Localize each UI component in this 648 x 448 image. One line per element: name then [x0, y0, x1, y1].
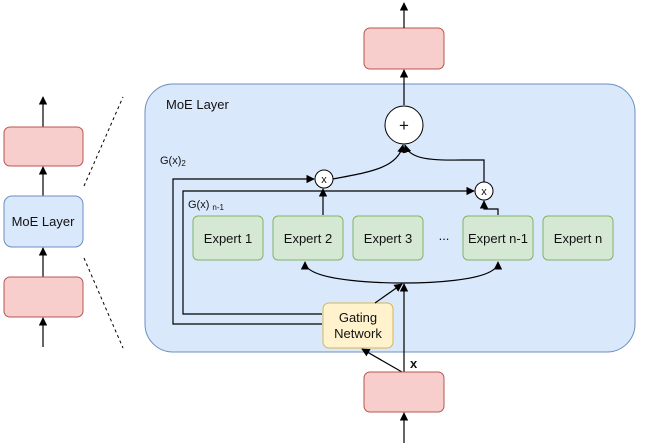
moe-panel-title: MoE Layer [166, 97, 230, 112]
gating-label-line2: Network [334, 326, 382, 341]
dispatch-curve [300, 261, 503, 284]
expertn1-to-mult [479, 200, 499, 215]
multiply-symbol-2: x [321, 174, 327, 186]
left-moe-block [3, 195, 84, 248]
gating-label-line1: Gating [339, 310, 377, 325]
zoom-line-top [83, 96, 124, 187]
left-moe-label: MoE Layer [12, 214, 76, 229]
expert-label-2: Expert 2 [284, 231, 332, 246]
expert-ellipsis: ... [439, 228, 450, 243]
mult2-to-sum [332, 144, 406, 180]
sum-node [384, 105, 424, 145]
expert-label-n1: Expert n-1 [468, 231, 528, 246]
zoom-line-bottom [83, 257, 124, 349]
gate-weight-line-n1 [182, 186, 475, 315]
input-label-x: x [410, 356, 418, 371]
output-block [363, 27, 445, 70]
expert-box-2 [272, 215, 344, 261]
gate-weight-line-2 [172, 174, 322, 325]
gating-to-dispatch [374, 283, 403, 304]
left-stack: MoE Layer [3, 96, 84, 347]
sum-symbol: + [399, 116, 409, 135]
expert-box-1 [192, 215, 264, 261]
expert-box-n1 [462, 215, 534, 261]
input-to-gating [361, 348, 403, 373]
expert-row: Expert 1 Expert 2 Expert 3 ... Expert n-… [192, 215, 614, 261]
expert-box-n [542, 215, 614, 261]
expert-label-n: Expert n [554, 231, 602, 246]
gate-label-2: G(x)2 [160, 155, 186, 168]
input-block [363, 371, 445, 413]
multiply-symbol-n1: x [481, 186, 487, 198]
expert-label-3: Expert 3 [364, 231, 412, 246]
expert-label-1: Expert 1 [204, 231, 252, 246]
gating-network-box [322, 302, 394, 349]
left-top-block [3, 126, 84, 167]
multn1-to-sum [403, 144, 485, 182]
gate-label-n1: G(x)n-1 [188, 199, 225, 212]
left-bottom-block [3, 276, 84, 318]
expert-box-3 [352, 215, 424, 261]
